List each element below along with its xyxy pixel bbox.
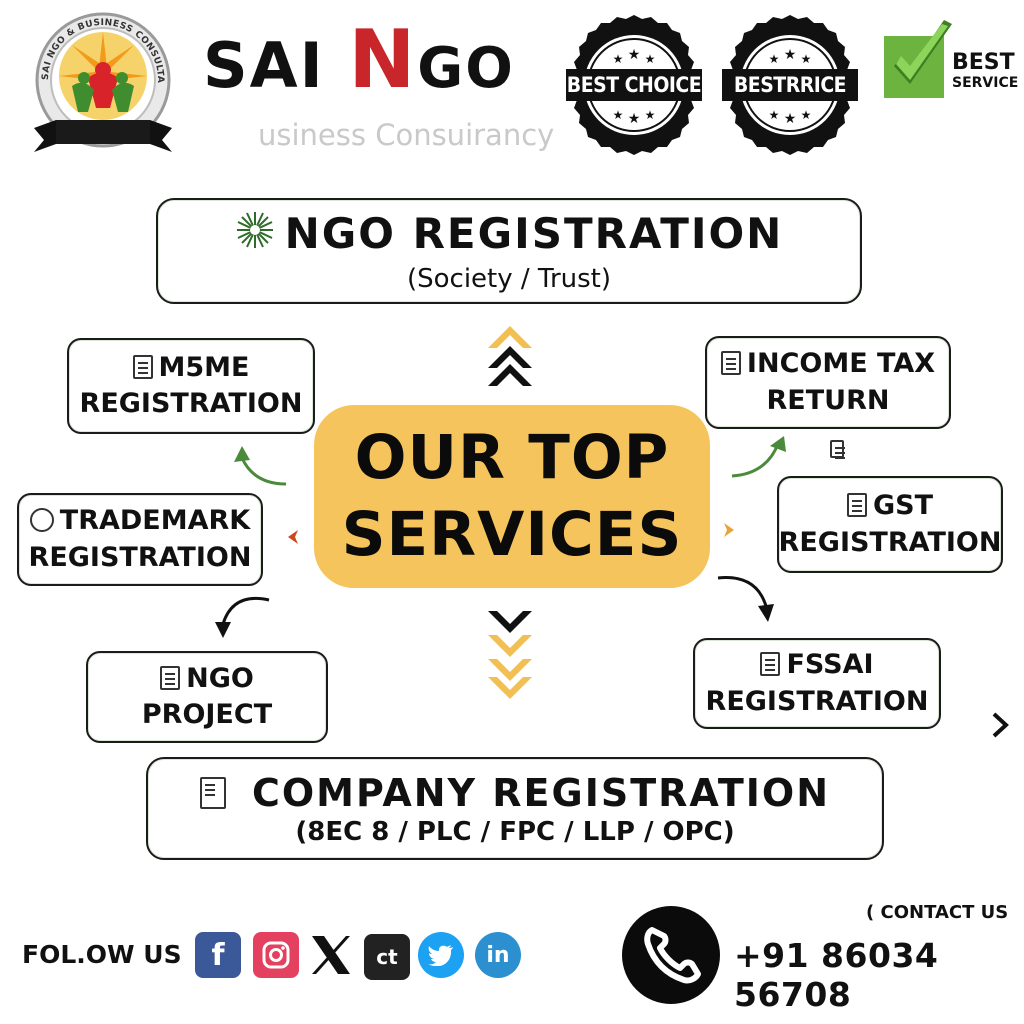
doc-icon: [720, 351, 741, 376]
trademark-line-2: REGISTRATION: [28, 541, 252, 573]
linkedin-icon[interactable]: in: [475, 932, 521, 978]
star-burst-icon: [235, 210, 275, 260]
chevron-right-icon: [722, 521, 736, 539]
ngo-project-line-2: PROJECT: [141, 699, 273, 730]
top-services-line-1: OUR TOP: [354, 422, 670, 494]
svg-text:★: ★: [628, 47, 641, 63]
svg-text:★: ★: [628, 111, 641, 127]
income-line-1: INCOME TAX: [746, 348, 936, 380]
badge-star: ★ ★ ★ ★ ★ ★: [613, 47, 656, 127]
doc-icon: [160, 665, 181, 690]
x-icon[interactable]: [308, 932, 354, 978]
fssai-line-2: REGISTRATION: [705, 685, 929, 717]
chevron-left-icon: [286, 528, 300, 546]
gst-line-2: REGISTRATION: [778, 526, 1002, 558]
best-price-badge: ★ ★ ★ ★ ★ ★ BESTRRICE: [715, 10, 865, 160]
svg-text:★: ★: [769, 52, 780, 66]
svg-text:★: ★: [645, 52, 656, 66]
svg-text:★: ★: [613, 108, 624, 122]
doc-icon: [830, 440, 850, 459]
trademark-icon: [29, 508, 54, 533]
ngo-project-line-1: NGO: [186, 662, 254, 694]
svg-text:★: ★: [784, 111, 797, 127]
ngo-registration-sub: (Society / Trust): [406, 263, 612, 294]
trademark-line-1: TRADEMARK: [59, 505, 251, 537]
ngo-registration-card[interactable]: NGO REGISTRATION (Society / Trust): [156, 198, 862, 304]
instagram-icon[interactable]: [253, 932, 299, 978]
trademark-registration-card[interactable]: TRADEMARK REGISTRATION: [17, 493, 263, 586]
brand-tagline: usiness Consuirancy: [258, 118, 555, 152]
income-line-2: RETURN: [766, 384, 890, 416]
msme-line-2: REGISTRATION: [79, 388, 303, 419]
doc-icon: [846, 493, 867, 518]
gst-registration-card[interactable]: GST REGISTRATION: [777, 476, 1003, 573]
curved-arrow-icon: [716, 572, 778, 626]
ngo-project-card[interactable]: NGO PROJECT: [86, 651, 328, 743]
income-tax-card[interactable]: INCOME TAX RETURN: [705, 336, 951, 429]
top-services-banner: OUR TOP SERVICES: [314, 405, 710, 588]
ct-icon[interactable]: ct: [364, 934, 410, 980]
svg-text:★: ★: [784, 47, 797, 63]
svg-text:★: ★: [801, 108, 812, 122]
twitter-icon[interactable]: [418, 932, 464, 978]
ngo-registration-title: NGO REGISTRATION: [284, 208, 784, 258]
best-service-title: BEST: [952, 50, 1015, 75]
brand-go: GO: [417, 36, 515, 101]
chevron-up-icon: [485, 320, 535, 390]
doc-icon: [760, 652, 781, 677]
curved-arrow-icon: [730, 432, 790, 480]
svg-text:★: ★: [801, 52, 812, 66]
curved-arrow-icon: [226, 440, 288, 490]
phone-icon[interactable]: [622, 906, 720, 1004]
svg-text:★: ★: [613, 52, 624, 66]
curved-arrow-icon: [205, 590, 271, 642]
company-registration-card[interactable]: COMPANY REGISTRATION (8EC 8 / PLC / FPC …: [146, 757, 884, 860]
fssai-registration-card[interactable]: FSSAI REGISTRATION: [693, 638, 941, 729]
chevron-right-icon[interactable]: [990, 710, 1010, 740]
check-icon: [884, 18, 952, 100]
top-services-line-2: SERVICES: [341, 498, 683, 570]
facebook-icon[interactable]: f: [195, 932, 241, 978]
follow-us-label: FOL.OW US: [22, 940, 182, 969]
company-registration-title: COMPANY REGISTRATION: [251, 770, 831, 815]
phone-number[interactable]: +91 86034 56708: [734, 936, 939, 1014]
svg-text:★: ★: [645, 108, 656, 122]
best-choice-badge: ★ ★ ★ ★ ★ ★ BEST CHOICE: [559, 10, 709, 160]
contact-us-label: ( CONTACT US: [866, 902, 1009, 923]
company-registration-sub: (8EC 8 / PLC / FPC / LLP / OPC): [295, 816, 735, 847]
best-service-label: BEST SERVICE: [952, 50, 1019, 91]
fssai-line-1: FSSAI: [786, 649, 874, 681]
svg-text:★: ★: [769, 108, 780, 122]
msme-line-1: M5ME: [158, 351, 250, 383]
chevron-down-icon: [485, 605, 535, 701]
gst-line-1: GST: [872, 490, 934, 522]
contact-us-text: CONTACT US: [880, 902, 1009, 923]
brand-name: SAI NGO: [203, 20, 515, 100]
brand-n: N: [348, 13, 418, 106]
badge-best-choice-label: BEST CHOICE: [566, 69, 702, 101]
brand-sai: SAI: [203, 29, 325, 102]
doc-icon: [199, 776, 226, 809]
msme-registration-card[interactable]: M5ME REGISTRATION: [67, 338, 315, 434]
logo-emblem: SAI NGO & BUSINESS CONSULTANCY: [23, 1, 178, 163]
badge-best-price-label: BESTRRICE: [722, 69, 858, 101]
doc-icon: [132, 354, 153, 379]
best-service-sub: SERVICE: [952, 75, 1019, 91]
